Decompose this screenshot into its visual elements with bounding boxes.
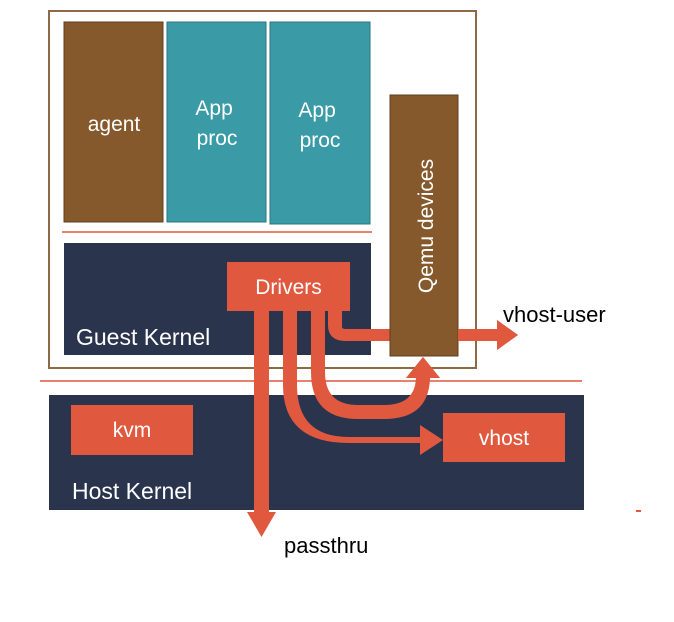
drivers-label: Drivers <box>255 276 322 299</box>
host-kernel-label: Host Kernel <box>72 478 192 504</box>
vhost-box <box>443 413 565 462</box>
app-proc-2-line-1: App <box>298 99 335 122</box>
kvm-label: kvm <box>113 419 152 442</box>
vhost-label: vhost <box>479 427 529 450</box>
qemu-devices-label: Qemu devices <box>415 159 438 293</box>
app-proc-box-2 <box>269 21 371 225</box>
app-proc-1-line-1: App <box>195 97 232 120</box>
qemu-devices-box <box>389 94 459 357</box>
qemu-return-arrow-head <box>406 357 440 380</box>
app-proc-1-line-2: proc <box>197 127 238 150</box>
app-proc-label-1: App proc <box>195 97 238 150</box>
agent-label: agent <box>88 113 141 136</box>
app-proc-label-2: App proc <box>298 99 341 152</box>
app-proc-2-line-2: proc <box>300 129 341 152</box>
passthru-arrow <box>247 310 276 537</box>
app-proc-box-1 <box>166 21 267 223</box>
qemu-return-arrow <box>311 310 440 419</box>
kvm-box <box>71 405 193 455</box>
vhost-arrow <box>283 310 443 455</box>
drivers-box <box>227 262 350 311</box>
passthru-label: passthru <box>284 533 368 558</box>
vhost-user-arrow-tail <box>458 320 518 350</box>
guest-kernel-label: Guest Kernel <box>76 324 210 350</box>
agent-box <box>63 21 164 223</box>
vhost-user-label: vhost-user <box>503 302 606 327</box>
